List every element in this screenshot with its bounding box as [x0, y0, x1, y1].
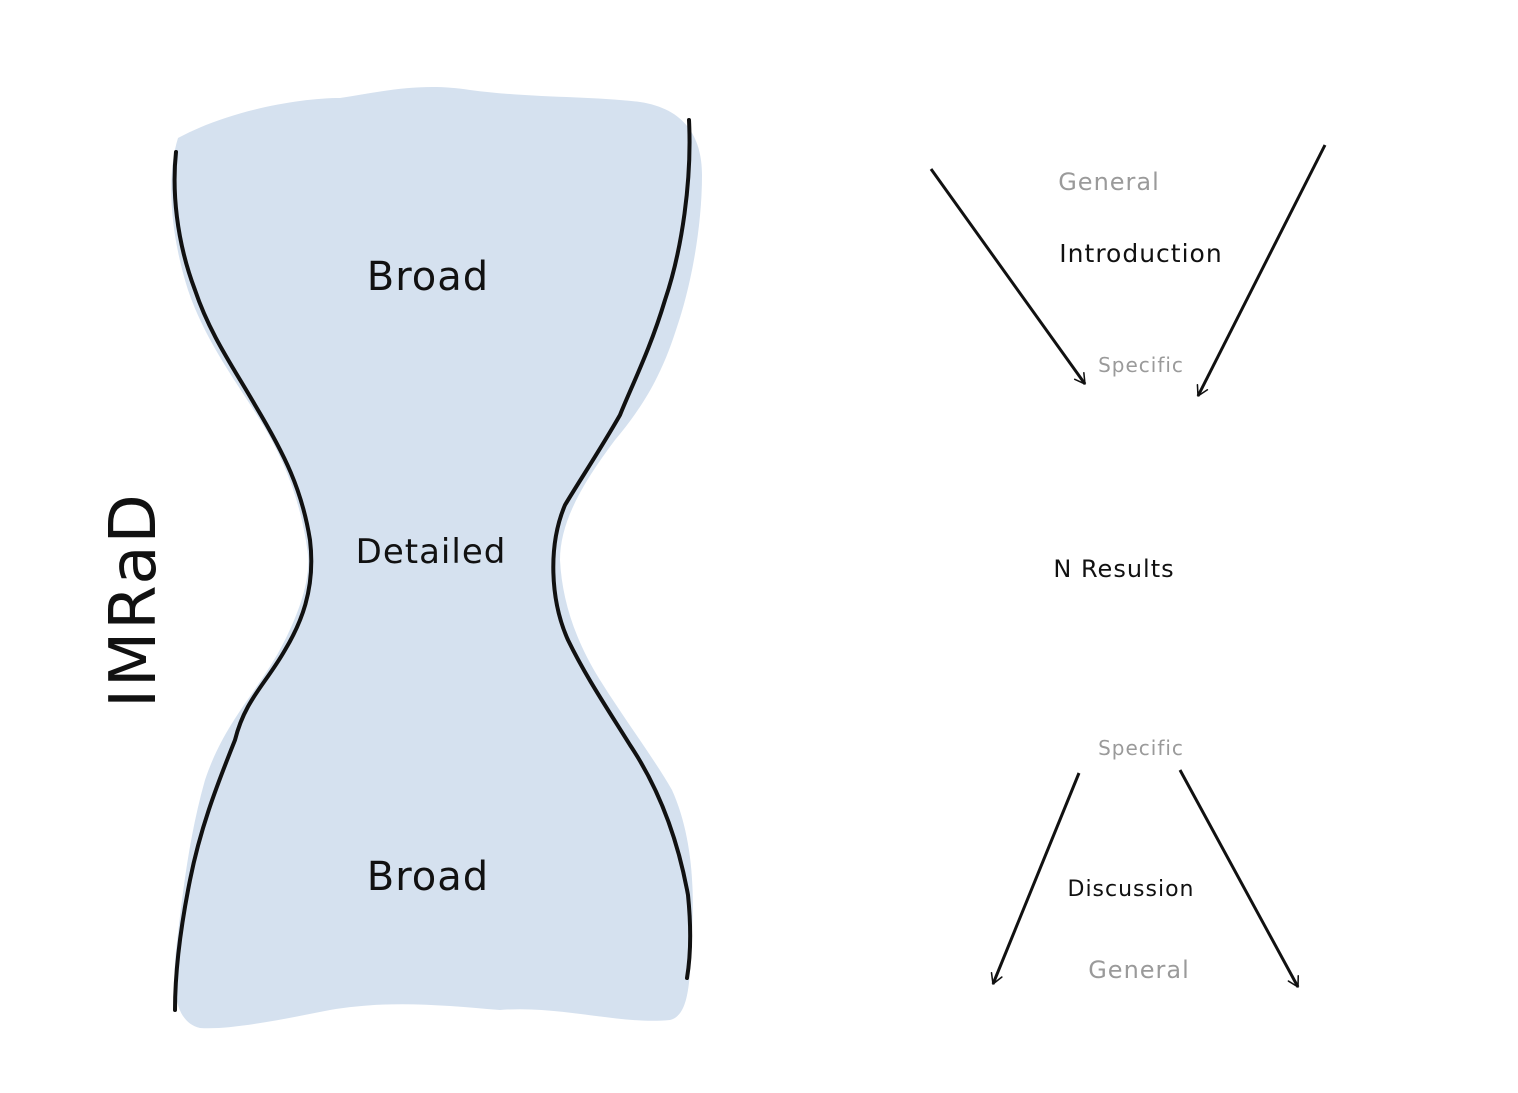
intro-right-arrow [1196, 144, 1327, 397]
discussion-specific-label: Specific [1098, 736, 1184, 760]
discussion-left-arrow [990, 772, 1081, 985]
results-label: N Results [1053, 555, 1174, 583]
intro-general-label: General [1058, 168, 1160, 196]
hourglass-fill [171, 87, 702, 1029]
introduction-label: Introduction [1059, 239, 1222, 268]
intro-specific-label: Specific [1098, 353, 1184, 377]
hourglass-left-outline [172, 150, 314, 1012]
intro-left-arrow [929, 168, 1087, 385]
discussion-general-label: General [1088, 956, 1190, 984]
discussion-right-arrow [1178, 769, 1300, 988]
imrad-title: IMRaD [97, 492, 171, 708]
hourglass-right-outline [551, 118, 693, 980]
discussion-label: Discussion [1068, 877, 1195, 902]
hourglass-middle-label: Detailed [356, 532, 507, 572]
hourglass-bottom-label: Broad [367, 854, 489, 900]
hourglass-top-label: Broad [367, 254, 489, 300]
